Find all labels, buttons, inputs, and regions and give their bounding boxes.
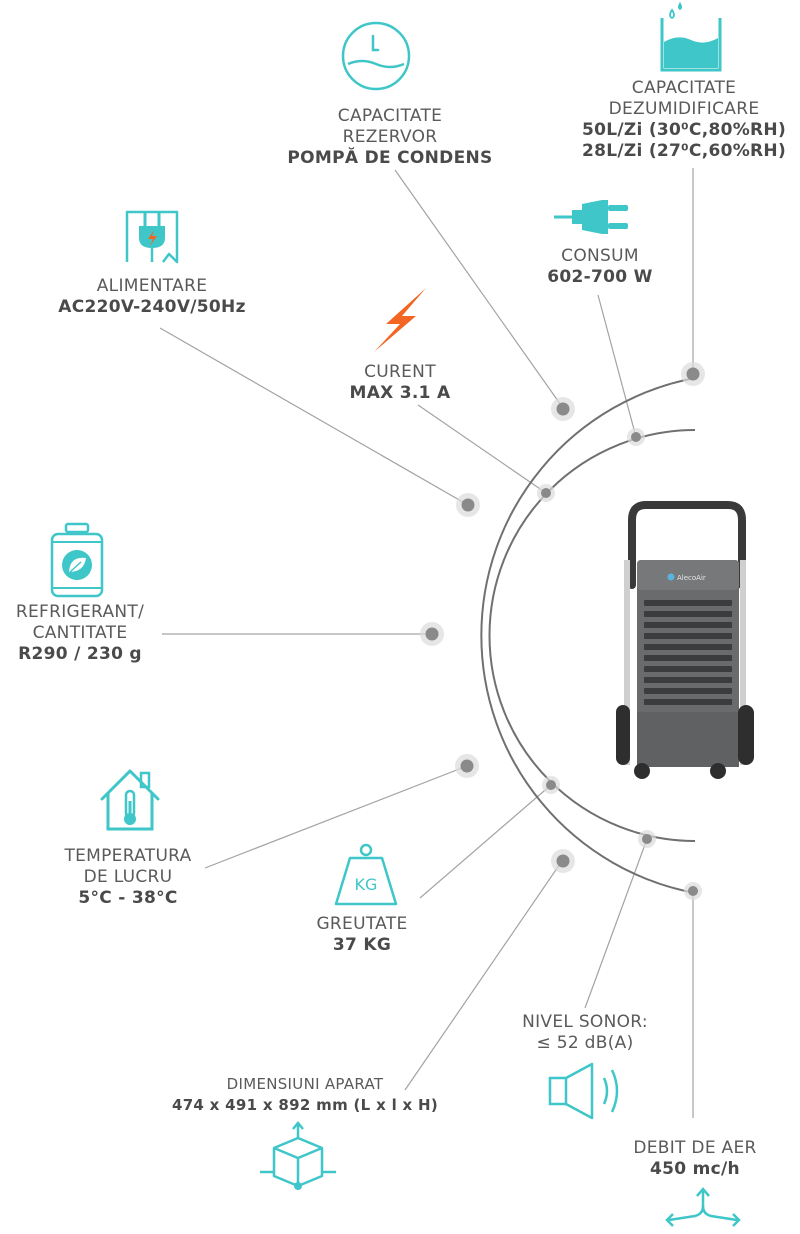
weight-kg-icon: KG xyxy=(332,842,400,908)
spec-title: CONSUM xyxy=(561,246,639,266)
spec-title: REFRIGERANT/ xyxy=(15,602,145,622)
dot-consum xyxy=(627,428,645,446)
power-socket-icon xyxy=(123,208,181,264)
weight-kg-text: KG xyxy=(355,875,378,894)
spec-title: CANTITATE xyxy=(32,623,128,643)
connector-dots xyxy=(420,362,705,900)
line-alimentare xyxy=(159,327,469,506)
line-temperatura xyxy=(204,765,468,869)
spec-debit-aer: DEBIT DE AER 450 mc/h xyxy=(600,1138,790,1180)
spec-value: 28L/Zi (27⁰C,60%RH) xyxy=(581,141,787,161)
spec-title: DE LUCRU xyxy=(83,867,173,887)
line-curent xyxy=(417,404,547,494)
spec-value: 5°C - 38°C xyxy=(78,888,178,908)
dot-alimentare xyxy=(456,493,480,517)
spec-value: AC220V-240V/50Hz xyxy=(58,297,246,317)
spec-capacitate-dezumidificare: CAPACITATE DEZUMIDIFICARE 50L/Zi (30⁰C,8… xyxy=(568,78,800,162)
spec-temperatura: TEMPERATURA DE LUCRU 5°C - 38°C xyxy=(40,846,216,909)
spec-capacitate-rezervor: CAPACITATE REZERVOR POMPĂ DE CONDENS xyxy=(240,106,540,169)
spec-title: GREUTATE xyxy=(316,914,408,934)
spec-curent: CURENT MAX 3.1 A xyxy=(320,362,480,404)
lightning-bolt-icon xyxy=(372,286,428,354)
spec-value: 50L/Zi (30⁰C,80%RH) xyxy=(581,120,787,140)
spec-value: 450 mc/h xyxy=(650,1159,740,1179)
spec-value: 602-700 W xyxy=(547,267,653,287)
line-nivel-sonor xyxy=(584,838,648,1009)
spec-consum: CONSUM 602-700 W xyxy=(510,246,690,288)
spec-title: CAPACITATE xyxy=(337,106,443,126)
plug-icon xyxy=(552,196,632,238)
spec-value: R290 / 230 g xyxy=(18,644,142,664)
spec-value: 37 KG xyxy=(332,935,392,955)
spec-dimensiuni: DIMENSIUNI APARAT 474 x 491 x 892 mm (L … xyxy=(150,1074,460,1116)
dot-debit xyxy=(684,882,702,900)
spec-title: CAPACITATE xyxy=(631,78,737,98)
spec-title: TEMPERATURA xyxy=(64,846,192,866)
spec-title: DIMENSIUNI APARAT xyxy=(226,1075,384,1093)
dot-temperatura xyxy=(455,754,479,778)
eco-canister-icon xyxy=(48,522,106,600)
spec-value: MAX 3.1 A xyxy=(349,383,451,403)
spec-nivel-sonor: NIVEL SONOR: ≤ 52 dB(A) xyxy=(490,1012,680,1054)
spec-value: ≤ 52 dB(A) xyxy=(536,1033,634,1053)
spec-title: DEBIT DE AER xyxy=(633,1138,757,1158)
dehumidifier-image: AlecoAir xyxy=(616,501,754,779)
outer-arc xyxy=(480,377,696,894)
spec-value: 474 x 491 x 892 mm (L x l x H) xyxy=(171,1096,439,1114)
house-thermometer-icon xyxy=(96,765,164,833)
dot-greutate xyxy=(542,776,560,794)
line-dimensiuni xyxy=(404,860,563,1091)
spec-greutate: GREUTATE 37 KG xyxy=(292,914,432,956)
connector-lines xyxy=(159,168,694,1118)
dot-rezervor xyxy=(551,397,575,421)
dot-dimensiuni xyxy=(551,849,575,873)
spec-title: ALIMENTARE xyxy=(96,276,208,296)
spec-title: REZERVOR xyxy=(342,127,438,147)
line-greutate xyxy=(419,784,552,899)
dot-dezumidificare xyxy=(681,362,705,386)
line-consum xyxy=(597,294,637,438)
line-rezervor xyxy=(394,169,564,409)
spec-alimentare: ALIMENTARE AC220V-240V/50Hz xyxy=(20,276,284,318)
water-container-icon xyxy=(658,0,724,72)
spec-refrigerant: REFRIGERANT/ CANTITATE R290 / 230 g xyxy=(0,602,160,665)
inner-arc xyxy=(488,429,696,842)
spec-title: NIVEL SONOR: xyxy=(522,1012,648,1032)
dot-refrigerant xyxy=(420,622,444,646)
spec-value: POMPĂ DE CONDENS xyxy=(287,148,493,168)
spec-title: CURENT xyxy=(364,362,436,382)
airflow-arrows-icon xyxy=(663,1186,743,1232)
spec-title: DEZUMIDIFICARE xyxy=(608,99,760,119)
dot-curent xyxy=(537,484,555,502)
product-brand: AlecoAir xyxy=(677,574,706,582)
cube-axes-icon xyxy=(258,1120,338,1192)
dot-nivel-sonor xyxy=(638,830,656,848)
tank-clock-icon xyxy=(340,20,412,92)
speaker-icon xyxy=(548,1060,628,1122)
